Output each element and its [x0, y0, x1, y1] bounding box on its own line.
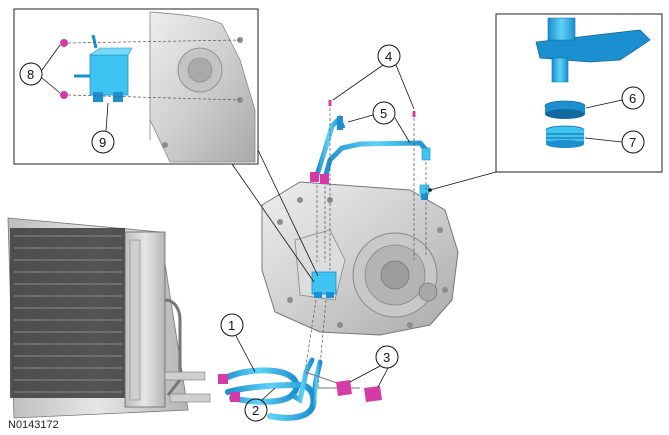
- clamp-icon: [336, 380, 382, 402]
- callout-5: 5: [347, 101, 411, 144]
- callout-8-label: 8: [27, 67, 34, 82]
- callout-5-label: 5: [380, 106, 387, 121]
- inset-leader: [257, 149, 319, 277]
- seal-detail-inset: 6 7: [495, 13, 663, 173]
- callout-1: 1: [220, 313, 256, 373]
- seal-inset-leader-dot: [428, 188, 432, 192]
- lower-tube-icon: [218, 357, 360, 421]
- callout-3: 3: [349, 345, 399, 388]
- bolt-icon: [60, 39, 68, 99]
- o-ring-icon: [545, 125, 585, 148]
- bolt-icon: [328, 100, 416, 117]
- seal-inset-leader: [429, 171, 497, 191]
- callout-3-label: 3: [383, 350, 390, 365]
- cooler-icon: [74, 34, 133, 102]
- callout-2: 2: [244, 387, 276, 422]
- upper-tube-icon: [310, 115, 431, 184]
- callout-9-label: 9: [99, 135, 106, 150]
- install-guides: [304, 108, 427, 389]
- callout-1-label: 1: [228, 318, 235, 333]
- radiator-icon: [7, 217, 211, 419]
- callout-2-label: 2: [252, 403, 259, 418]
- figure-id: N0143172: [8, 419, 59, 431]
- callout-7-label: 7: [629, 135, 636, 150]
- callout-4-label: 4: [385, 49, 392, 64]
- callout-4: 4: [332, 44, 415, 110]
- callout-6-label: 6: [629, 91, 636, 106]
- seal-ring-icon: [544, 100, 586, 119]
- cooler-icon: [311, 271, 337, 298]
- inset-leader-2: [231, 163, 315, 283]
- transmission-icon: [261, 181, 459, 336]
- fitting-icon: [419, 184, 430, 200]
- cooler-detail-inset: 8 9: [13, 8, 259, 165]
